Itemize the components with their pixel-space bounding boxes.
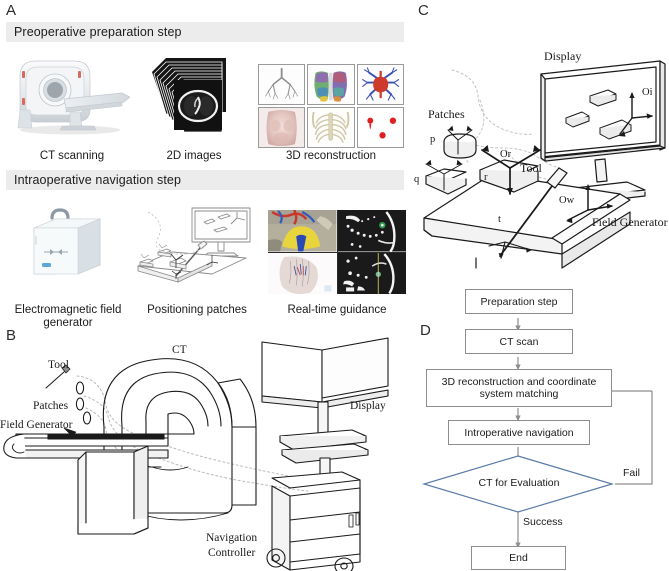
panel-c: Display Patches Tool Field Generator Oi … xyxy=(410,0,669,286)
guidance-thumb-ct-axial-2 xyxy=(337,252,406,294)
intraoperative-step-label: Intraoperative navigation step xyxy=(14,173,181,187)
panel-c-label-patches: Patches xyxy=(428,107,465,121)
flow-node-3d-reconstruction[interactable]: 3D reconstruction and coordinate system … xyxy=(426,369,612,407)
flow-node-ct-scan[interactable]: CT scan xyxy=(465,329,573,354)
panel-b: Tool Patches Field Generator CT Display … xyxy=(0,330,412,571)
preoperative-step-bar: Preoperative preparation step xyxy=(6,22,404,42)
caption-3d-reconstruction: 3D reconstruction xyxy=(285,150,377,162)
caption-real-time-guidance: Real-time guidance xyxy=(287,304,387,316)
ct-scanner-image xyxy=(12,52,130,136)
panel-label-d: D xyxy=(420,322,431,339)
recon-thumb-markers xyxy=(356,107,404,148)
panel-c-label-oi: Oi xyxy=(642,87,653,98)
flow-node-ct-for-evaluation-label: CT for Evaluation xyxy=(478,477,560,489)
3d-reconstruction-thumbnails xyxy=(258,64,404,148)
panel-b-label-ct: CT xyxy=(172,344,187,356)
flow-node-end-label: End xyxy=(509,552,528,564)
caption-ct-scanning: CT scanning xyxy=(39,150,105,162)
positioning-patches-sketch xyxy=(132,204,258,290)
guidance-thumb-surface-model xyxy=(268,252,337,294)
ct-slice-stack-image xyxy=(148,54,240,136)
panel-c-label-r: r xyxy=(484,172,488,183)
flow-node-ct-scan-label: CT scan xyxy=(499,335,539,348)
guidance-thumb-ct-axial-1 xyxy=(337,210,406,252)
panel-b-label-display: Display xyxy=(350,400,386,412)
caption-em-field-generator: Electromagnetic field generator xyxy=(14,304,122,329)
panel-label-a: A xyxy=(6,2,17,19)
panel-b-label-tool: Tool xyxy=(48,359,69,371)
recon-thumb-lung-segments xyxy=(307,64,355,105)
panel-c-label-q: q xyxy=(414,174,420,185)
recon-thumb-ribcage xyxy=(307,107,355,148)
preoperative-step-label: Preoperative preparation step xyxy=(14,25,182,39)
real-time-guidance-thumbnails xyxy=(268,210,406,294)
panel-c-label-or: Or xyxy=(500,149,512,160)
panel-b-label-nav-2: Controller xyxy=(208,547,255,559)
caption-2d-images: 2D images xyxy=(166,150,222,162)
flow-edge-label-fail: Fail xyxy=(623,467,640,479)
panel-c-label-field-generator: Field Generator xyxy=(592,215,668,229)
flow-node-end[interactable]: End xyxy=(471,546,566,570)
recon-thumb-vessels xyxy=(356,64,404,105)
caption-positioning-patches: Positioning patches xyxy=(147,304,247,316)
em-field-generator-image xyxy=(24,206,108,288)
flow-edge-label-success: Success xyxy=(523,516,563,528)
flow-node-preparation-step-label: Preparation step xyxy=(480,295,558,308)
intraoperative-step-bar: Intraoperative navigation step xyxy=(6,170,404,190)
flowchart-connectors xyxy=(421,318,653,549)
panel-b-label-patches: Patches xyxy=(33,400,69,412)
panel-c-label-display: Display xyxy=(544,49,581,63)
panel-label-b: B xyxy=(6,327,17,344)
panel-d: Preparation step CT scan 3D reconstructi… xyxy=(410,284,669,571)
flow-node-intraoperative-navigation[interactable]: Introperative navigation xyxy=(448,420,590,445)
flow-node-preparation-step[interactable]: Preparation step xyxy=(465,289,573,314)
recon-thumb-airway-tree xyxy=(258,64,306,105)
panel-label-c: C xyxy=(418,2,429,19)
panel-b-label-field-generator: Field Generator xyxy=(0,419,73,431)
panel-c-label-tool: Tool xyxy=(520,161,542,175)
guidance-thumb-vr-overlay xyxy=(268,210,337,252)
panel-c-label-p: p xyxy=(430,134,435,145)
panel-b-label-nav-1: Navigation xyxy=(206,532,257,544)
panel-c-label-t: t xyxy=(498,214,501,225)
panel-a: Preoperative preparation step Intraopera… xyxy=(0,18,410,329)
panel-c-label-ow: Ow xyxy=(559,195,575,206)
flow-node-intraoperative-navigation-label: Introperative navigation xyxy=(464,426,574,439)
flow-node-3d-reconstruction-label: 3D reconstruction and coordinate system … xyxy=(441,376,597,400)
recon-thumb-skin-surface xyxy=(258,107,306,148)
